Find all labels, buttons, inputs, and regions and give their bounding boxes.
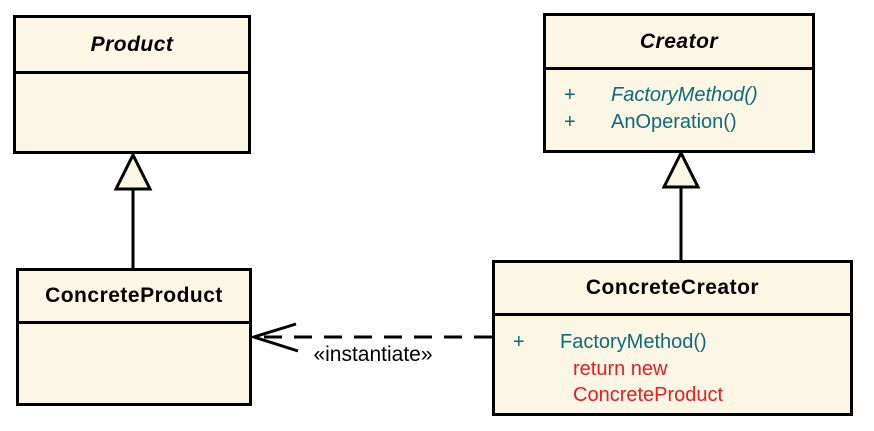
method-row-factorymethod: + FactoryMethod() — [513, 329, 850, 356]
class-body-concrete-creator: + FactoryMethod() return new ConcretePro… — [495, 316, 850, 408]
visibility-symbol: + — [564, 111, 576, 133]
method-name: FactoryMethod() — [611, 84, 758, 106]
class-title-creator: Creator — [546, 16, 812, 70]
class-box-concrete-product: ConcreteProduct — [16, 268, 252, 406]
visibility-symbol: + — [513, 331, 525, 353]
method-name: FactoryMethod() — [560, 331, 707, 353]
class-title-concrete-product: ConcreteProduct — [19, 271, 249, 324]
class-box-creator: Creator + FactoryMethod() + AnOperation(… — [543, 13, 815, 153]
code-note-line: return new — [573, 358, 668, 380]
class-title-concrete-creator: ConcreteCreator — [495, 263, 850, 316]
visibility-symbol: + — [564, 84, 576, 106]
method-name: AnOperation() — [611, 111, 737, 133]
generalization-triangle-icon-creator — [661, 149, 701, 189]
class-body-creator: + FactoryMethod() + AnOperation() — [546, 70, 812, 136]
generalization-triangle-icon-product — [113, 151, 153, 191]
instantiate-label: «instantiate» — [313, 343, 433, 366]
class-box-product: Product — [13, 15, 251, 154]
method-row-anoperation: + AnOperation() — [564, 109, 812, 136]
code-note-line: ConcreteProduct — [573, 384, 724, 406]
class-box-concrete-creator: ConcreteCreator + FactoryMethod() return… — [492, 260, 853, 416]
class-title-product: Product — [16, 18, 248, 74]
method-row-factorymethod: + FactoryMethod() — [564, 82, 812, 109]
